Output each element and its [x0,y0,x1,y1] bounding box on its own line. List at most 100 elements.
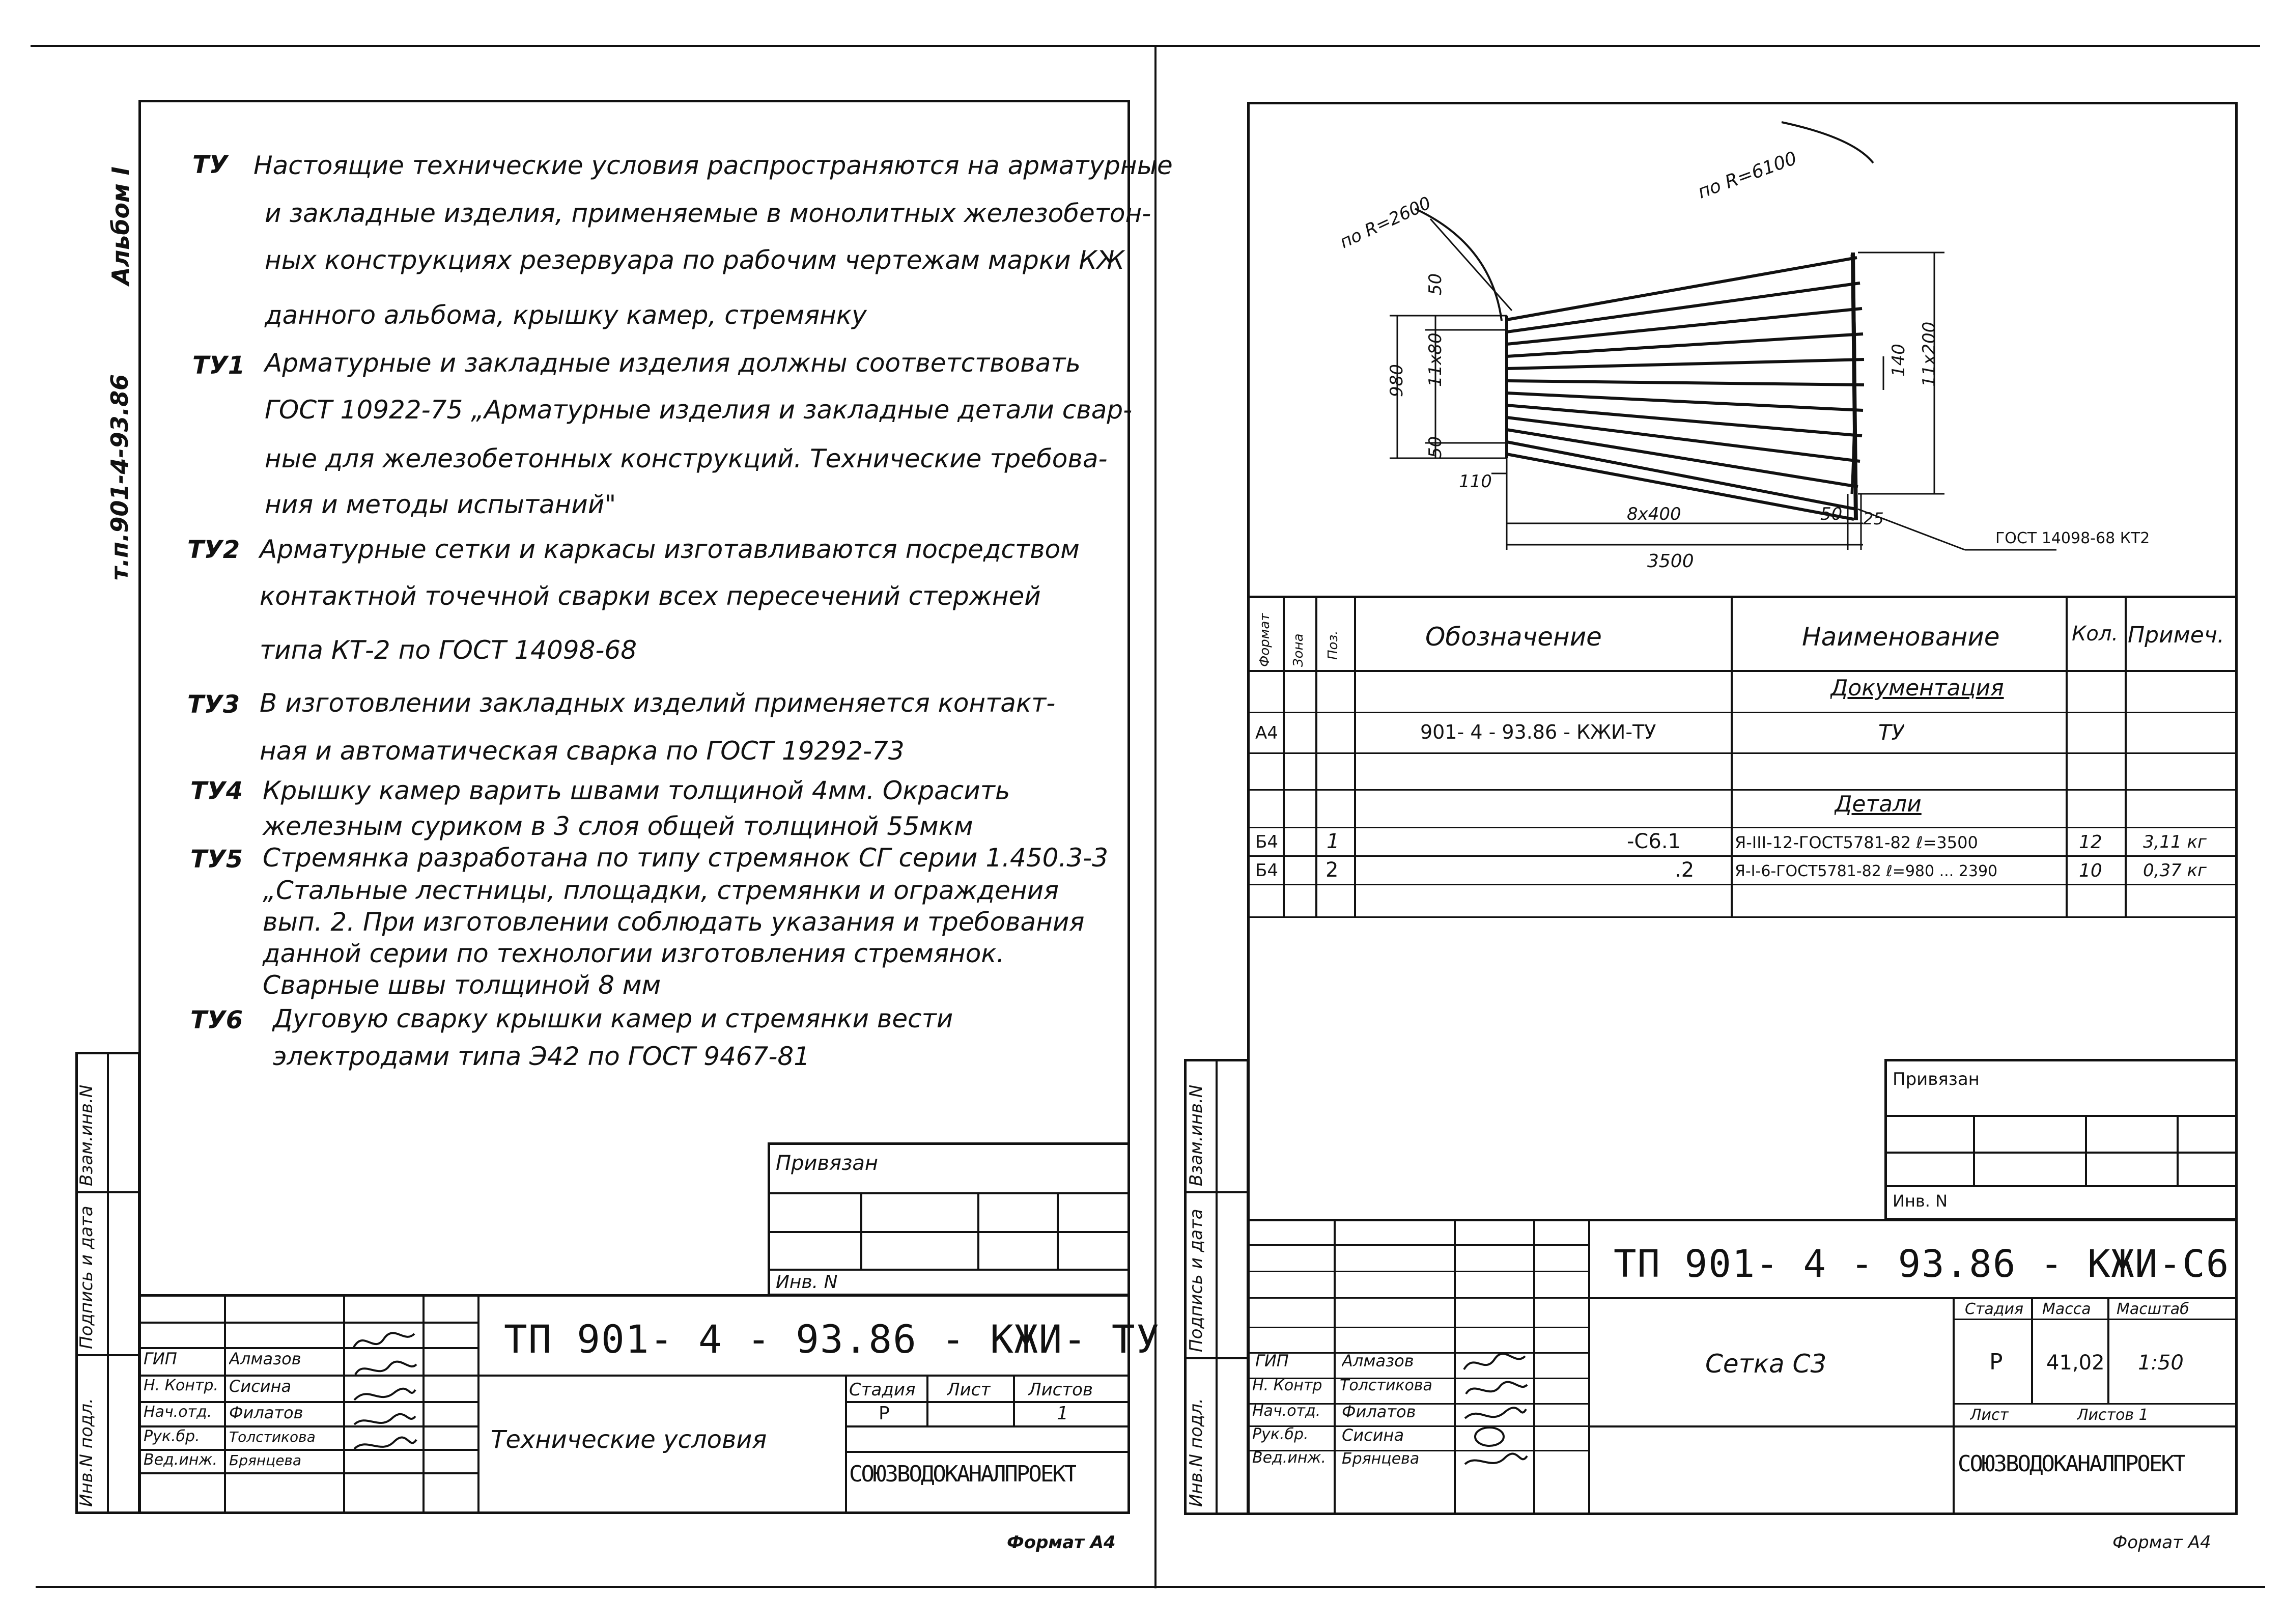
tu-label: ТУ4 [190,777,243,805]
spec-head-format: Формат [1257,613,1273,667]
mesh-drawing [1390,121,2056,551]
right-name-rukbr: Сисина [1342,1425,1404,1445]
tu-line: Настоящие технические условия распростра… [253,151,1173,180]
left-name-nkontr: Сисина [229,1377,292,1396]
tu-line: ния и методы испытаний" [265,490,616,519]
dim-50-top: 50 [1425,273,1446,295]
tu-line: Дуговую сварку крышки камер и стремянки … [273,1004,953,1033]
left-stage: Р [879,1403,890,1424]
gost-label: ГОСТ 14098-68 КТ2 [1995,529,2150,547]
tu-line: электродами типа Э42 по ГОСТ 9467-81 [273,1042,810,1071]
spec-head-name: Наименование [1802,622,2000,652]
dim-140: 140 [1888,344,1909,377]
left-role-nachotd: Нач.отд. [144,1403,212,1421]
top-rule [31,45,2260,47]
spec-head-pos: Поз. [1326,630,1341,660]
left-signatures [352,1332,417,1450]
spec-row-5-pos: 2 [1326,858,1339,882]
spec-row-1-name: ТУ [1878,720,1905,745]
spec-row-3-name: Детали [1835,791,1922,817]
left-sheet-label: Лист [947,1380,991,1400]
dim-3500: 3500 [1647,551,1694,572]
left-org: СОЮЗВОДОКАНАЛПРОЕКТ [849,1461,1077,1487]
spec-row-4-designation: -С6.1 [1627,830,1681,853]
spec-head-zone: Зона [1291,633,1306,667]
right-role-gip: ГИП [1255,1351,1289,1370]
left-inv-n-label: Инв. N [776,1272,838,1293]
tu-line: вып. 2. При изготовлении соблюдать указа… [263,907,1085,937]
dim-50-bottom: 50 [1425,436,1446,458]
left-sheets: 1 [1057,1403,1068,1424]
spec-head-qty: Кол. [2072,622,2119,646]
right-privyazan-label: Привязан [1893,1069,1980,1089]
spec-row-0-name: Документация [1830,675,2004,701]
right-sheet-label: Лист [1970,1406,2009,1424]
tu-label: ТУ3 [187,690,240,719]
right-side-col-podp: Подпись и дата [1186,1209,1206,1352]
spec-row-5-designation: .2 [1675,858,1695,882]
left-role-rukbr: Рук.бр. [144,1427,200,1445]
right-org: СОЮЗВОДОКАНАЛПРОЕКТ [1958,1451,2185,1477]
left-name-nachotd: Филатов [229,1403,303,1422]
left-sheets-label: Листов [1028,1380,1093,1400]
dim-110: 110 [1459,471,1492,492]
right-role-vedinzh: Вед.инж. [1252,1449,1326,1467]
right-scale-label: Масштаб [2117,1300,2189,1318]
dim-8x400: 8x400 [1627,504,1681,524]
right-side-col-vzam: Взам.инв.N [1186,1084,1206,1186]
left-doc-code: ТП 901- 4 - 93.86 - КЖИ- ТУ [504,1317,1161,1362]
tu-label: ТУ1 [192,351,245,380]
tu-label: ТУ6 [190,1006,243,1034]
spec-row-5-qty: 10 [2079,860,2102,881]
center-divider [1154,46,1157,1588]
left-privyazan-label: Привязан [776,1152,879,1175]
bottom-rule [36,1586,2265,1588]
left-side-code: т.п.901-4-93.86 [106,374,133,580]
tu-label: ТУ5 [190,845,243,874]
right-mass-label: Масса [2042,1300,2091,1318]
left-role-nkontr: Н. Контр. [144,1377,218,1394]
right-name-nkontr: Толстикова [1340,1377,1432,1394]
left-doc-title: Технические условия [491,1425,767,1454]
left-side-strip-divider [107,1052,109,1514]
right-name-vedinzh: Брянцева [1342,1450,1420,1468]
right-name-nachotd: Филатов [1342,1402,1416,1421]
dim-11x80: 11x80 [1425,332,1446,387]
dim-980: 980 [1387,364,1407,397]
right-role-rukbr: Рук.бр. [1252,1425,1309,1443]
tu-line: Стремянка разработана по типу стремянок … [263,843,1109,873]
right-name-gip: Алмазов [1342,1351,1414,1370]
right-signatures [1463,1353,1528,1465]
album-label: Альбом I [107,166,134,285]
spec-row-5-format: Б4 [1255,860,1278,881]
spec-row-4-note: 3,11 кг [2143,832,2207,852]
left-name-vedinzh: Брянцева [229,1452,302,1469]
tu-line: контактной точечной сварки всех пересече… [260,581,1041,611]
tu-line: типа КТ-2 по ГОСТ 14098-68 [260,635,637,665]
right-title-block [1247,1219,2238,1515]
tu-line: Арматурные сетки и каркасы изготавливают… [260,535,1080,564]
right-sheets-label: Листов 1 [2077,1406,2149,1424]
left-side-col-podp: Подпись и дата [76,1206,97,1349]
right-inv-n-label: Инв. N [1893,1191,1948,1211]
tu-line: данной серии по технологии изготовления … [263,939,1005,968]
spec-row-5-note: 0,37 кг [2143,860,2207,881]
right-scale: 1:50 [2138,1351,2184,1375]
tu-label: ТУ2 [187,536,240,564]
left-stage-label: Стадия [849,1380,916,1400]
left-format: Формат А4 [1007,1532,1116,1553]
dim-50-c: 50 [1820,504,1843,524]
spec-row-1-format: А4 [1255,723,1278,743]
left-role-gip: ГИП [144,1349,177,1368]
tu-line: ных конструкциях резервуара по рабочим ч… [265,245,1124,275]
spec-row-4-pos: 1 [1327,830,1340,853]
tu-line: В изготовлении закладных изделий применя… [260,688,1056,718]
tu-line: ГОСТ 10922-75 „Арматурные изделия и закл… [265,395,1133,425]
right-role-nkontr: Н. Контр [1252,1377,1322,1394]
right-mass: 41,02 [2046,1351,2105,1375]
spec-head-designation: Обозначение [1425,622,1602,652]
left-title-block [138,1294,1130,1514]
tu-line: данного альбома, крышку камер, стремянку [265,300,867,330]
tu-line: Крышку камер варить швами толщиной 4мм. … [263,776,1010,805]
right-format: Формат А4 [2112,1532,2211,1553]
